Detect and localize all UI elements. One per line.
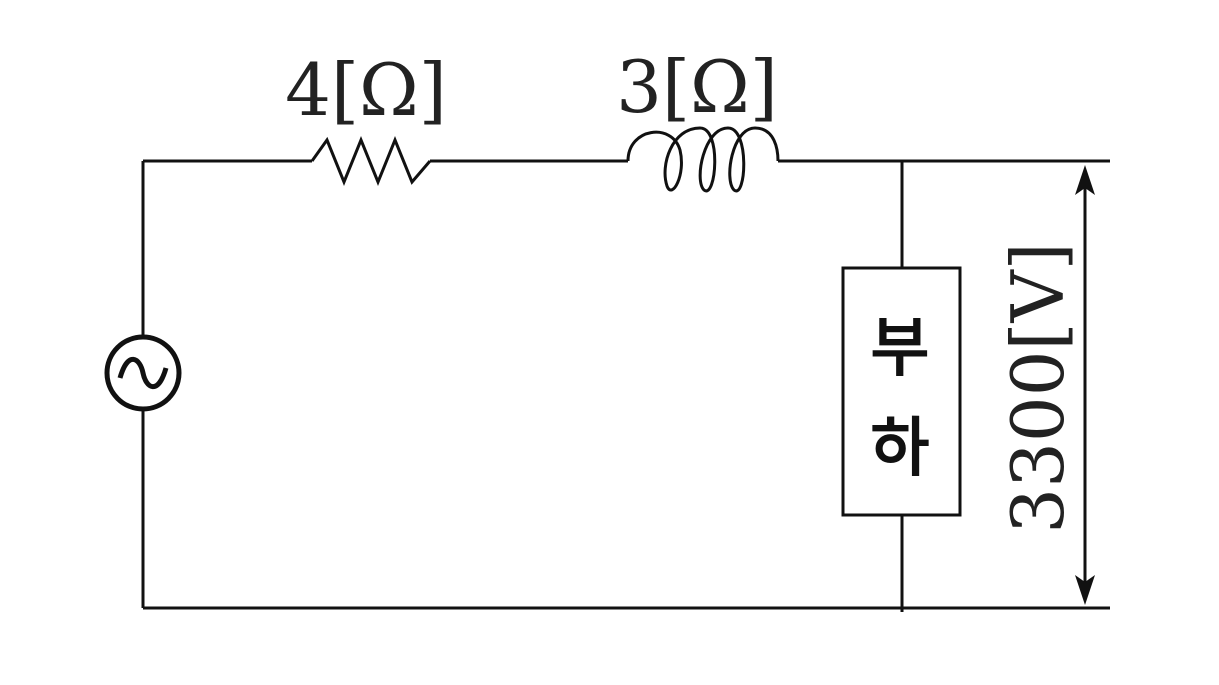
inductor-label: 3[Ω] <box>616 45 778 129</box>
load-label-bottom: 하 <box>871 412 930 486</box>
inductor <box>626 126 780 193</box>
arrow-head-down-icon <box>1075 575 1095 605</box>
resistor-label: 4[Ω] <box>285 48 447 132</box>
arrow-head-up-icon <box>1075 165 1095 195</box>
load-label-top: 부 <box>871 312 930 386</box>
voltage-label: 3300[V] <box>996 242 1080 533</box>
resistor <box>310 136 432 186</box>
ac-source-icon <box>104 334 182 412</box>
